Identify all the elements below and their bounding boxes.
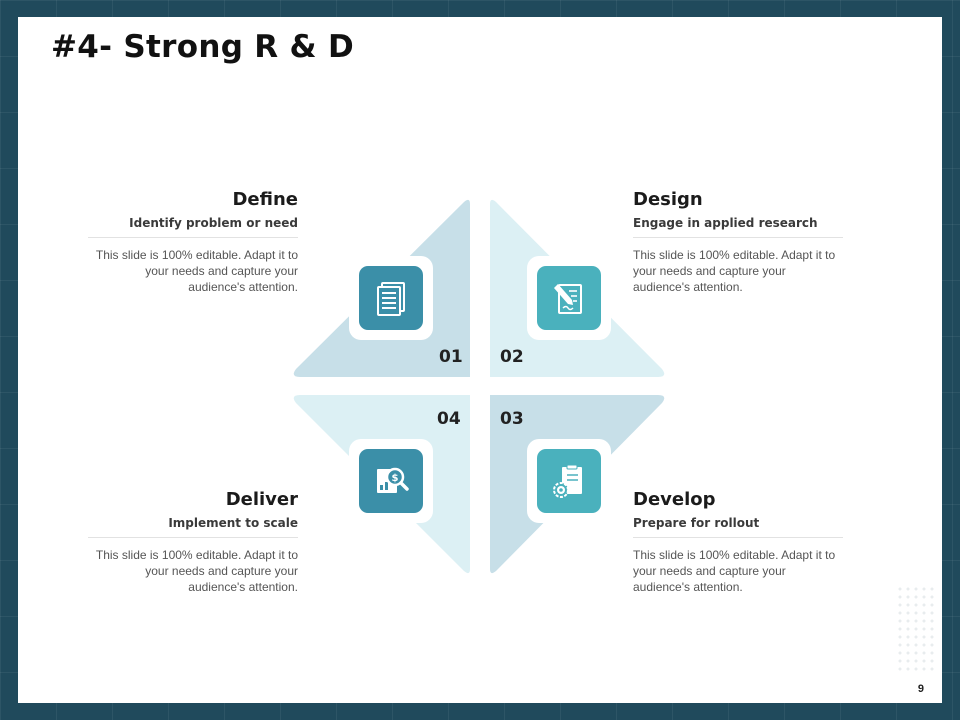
- step-description: This slide is 100% editable. Adapt it to…: [95, 248, 298, 294]
- pencil-document-icon: [537, 266, 601, 330]
- step-block-define: Define Identify problem or need This sli…: [88, 189, 298, 295]
- step-number-02: 02: [500, 347, 524, 367]
- step-title: Develop: [633, 489, 716, 510]
- step-subtitle: Implement to scale: [88, 515, 298, 538]
- step-number-01: 01: [439, 347, 463, 367]
- step-description: This slide is 100% editable. Adapt it to…: [95, 548, 298, 594]
- decorative-dot-grid: [896, 585, 936, 675]
- dollar-search-icon: $: [359, 449, 423, 513]
- slide: #4- Strong R & D 01 02 03 04: [18, 17, 942, 703]
- step-block-design: Design Engage in applied research This s…: [633, 189, 843, 295]
- step-number-03: 03: [500, 409, 524, 429]
- clipboard-gear-icon: [537, 449, 601, 513]
- document-list-icon: [359, 266, 423, 330]
- page-number: 9: [917, 683, 924, 695]
- step-block-develop: Develop Prepare for rollout This slide i…: [633, 489, 843, 595]
- step-subtitle: Identify problem or need: [88, 215, 298, 238]
- step-description: This slide is 100% editable. Adapt it to…: [633, 248, 836, 294]
- page-title: #4- Strong R & D: [51, 29, 355, 65]
- step-number-04: 04: [437, 409, 461, 429]
- step-subtitle: Prepare for rollout: [633, 515, 843, 538]
- four-petal-diagram: [293, 199, 665, 574]
- step-block-deliver: Deliver Implement to scale This slide is…: [88, 489, 298, 595]
- step-description: This slide is 100% editable. Adapt it to…: [633, 548, 836, 594]
- svg-text:$: $: [392, 473, 399, 484]
- step-title: Deliver: [225, 489, 298, 510]
- step-title: Define: [232, 189, 298, 210]
- step-subtitle: Engage in applied research: [633, 215, 843, 238]
- step-title: Design: [633, 189, 703, 210]
